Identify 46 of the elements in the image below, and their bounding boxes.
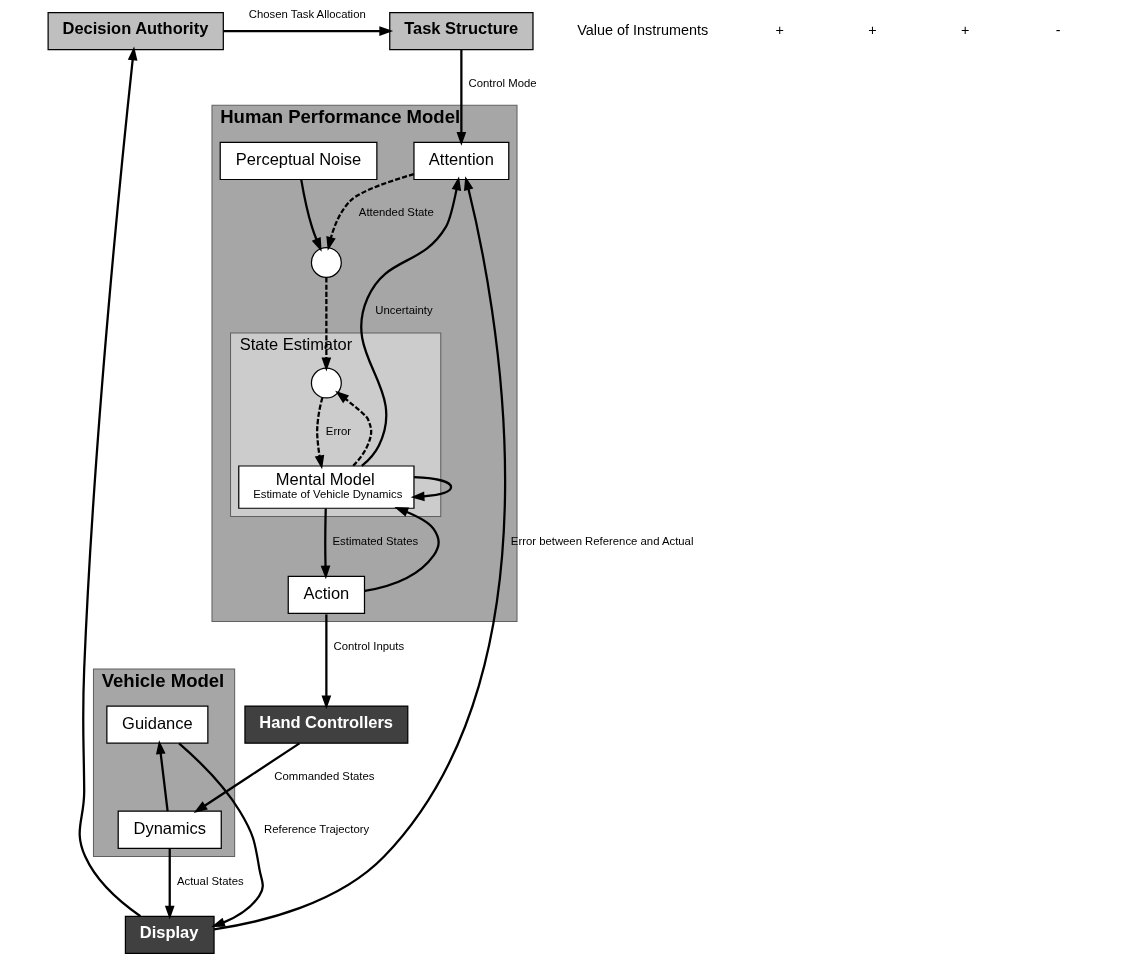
edge-label: Commanded States <box>273 770 374 783</box>
label: + <box>775 21 784 38</box>
arrow <box>364 507 440 593</box>
arrow <box>164 848 175 920</box>
edge-label: Control Mode <box>468 76 537 89</box>
edge-label: Chosen Task Allocation <box>248 7 366 20</box>
label: + <box>867 21 877 38</box>
label: + <box>960 21 970 38</box>
node-box: Decision Authority <box>47 11 224 51</box>
node-box: Task Structure <box>388 11 534 51</box>
node-box: Mental Model Estimate of Vehicle Dynamics <box>237 465 415 509</box>
arrow <box>314 397 324 470</box>
edge-label: Reference Trajectory <box>263 822 369 835</box>
node-box: Guidance <box>105 705 208 744</box>
arrow <box>321 614 331 710</box>
arrow <box>222 26 393 36</box>
edge-label: Attended State <box>358 206 434 219</box>
node-box: Hand Controllers <box>243 705 408 744</box>
edge-label: Uncertainty <box>374 304 433 317</box>
edge-label: Error <box>325 424 351 437</box>
arrow <box>213 176 506 931</box>
arrow <box>320 508 330 580</box>
arrow <box>410 476 452 502</box>
label: - <box>1055 21 1060 38</box>
edge-label: Estimated States <box>332 535 418 548</box>
label: Value of Instruments <box>576 21 708 38</box>
arrow <box>325 173 414 251</box>
edge-label: Error between Reference and Actual <box>510 535 693 548</box>
node-box: Dynamics <box>117 810 222 849</box>
node-circle <box>310 246 342 279</box>
edge-label: Actual States <box>176 875 244 888</box>
arrow <box>456 49 466 146</box>
node-circle <box>310 367 342 399</box>
arrow <box>155 740 169 812</box>
node-box: Attention <box>412 141 509 181</box>
arrow <box>177 742 264 927</box>
edge-label: Control Inputs <box>333 640 404 653</box>
node-box: Action <box>287 575 365 614</box>
arrow <box>78 46 141 918</box>
arrow <box>334 390 372 467</box>
arrow <box>299 179 322 252</box>
node-box: Display <box>124 915 215 955</box>
arrow <box>193 742 300 813</box>
arrow <box>321 277 331 372</box>
arrow <box>359 176 461 467</box>
node-box: Perceptual Noise <box>219 141 377 181</box>
